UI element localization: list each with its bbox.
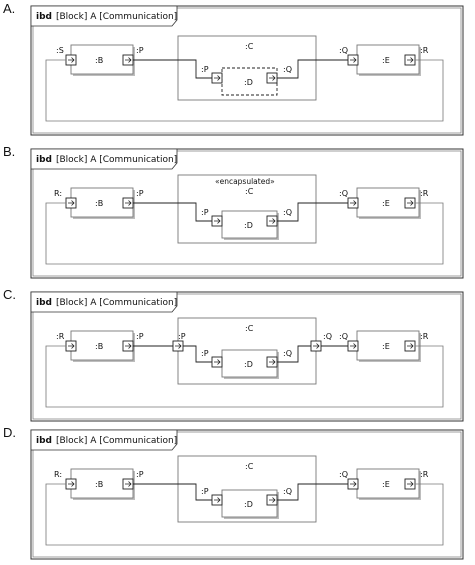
port-d-left (211, 215, 223, 227)
svg-text::P: :P (178, 332, 186, 341)
connector-d-e (277, 202, 348, 222)
part-b-label: :B (95, 56, 103, 65)
part-c-label: :C (245, 187, 254, 196)
port-b-left (65, 478, 77, 490)
option-letter: B. (3, 144, 15, 159)
frame-header-tab (30, 5, 178, 27)
connector-e-b-loop (45, 59, 444, 122)
port-d-left (211, 494, 223, 506)
port-d-right (266, 72, 278, 84)
svg-text::Q: :Q (339, 46, 348, 55)
port-e-left (347, 197, 359, 209)
svg-text:ibd[Block] A [Communication]: ibd[Block] A [Communication] (36, 298, 177, 308)
port-e-right (404, 54, 416, 66)
port-e-left (347, 54, 359, 66)
svg-text::Q: :Q (283, 208, 292, 217)
svg-text::S: :S (56, 46, 64, 55)
part-c-label: :C (245, 42, 254, 51)
port-e-right (404, 478, 416, 490)
port-b-left (65, 54, 77, 66)
connector-d-e (277, 483, 348, 501)
svg-text::Q: :Q (283, 65, 292, 74)
part-c-stereotype: «encapsulated» (215, 177, 275, 186)
port-b-right (122, 54, 134, 66)
connector-b-d (133, 59, 212, 79)
port-c-right (310, 340, 322, 352)
option-c[interactable]: C. ibd[Block] A [Communication] :B :R :P… (3, 287, 464, 422)
connector-d-e (277, 59, 348, 79)
option-a[interactable]: A. ibd[Block] A [Communication] :B :S :P… (3, 1, 464, 136)
connector-d-c (277, 345, 311, 363)
svg-text::Q: :Q (283, 349, 292, 358)
option-letter: D. (3, 425, 16, 440)
port-d-right (266, 215, 278, 227)
svg-text::P: :P (136, 46, 144, 55)
part-d-label: :D (244, 221, 253, 230)
svg-text::Q: :Q (283, 487, 292, 496)
svg-text::P: :P (201, 65, 209, 74)
svg-text:R:: R: (54, 470, 62, 479)
svg-text::Q: :Q (339, 189, 348, 198)
frame-header-tab (30, 148, 178, 170)
port-e-left (347, 340, 359, 352)
frame-header-tab (30, 291, 178, 313)
part-e-label: :E (382, 480, 390, 489)
connector-b-d (133, 202, 212, 222)
part-e-label: :E (382, 342, 390, 351)
port-b-right (122, 478, 134, 490)
option-d[interactable]: D. ibd[Block] A [Communication] :B R: :P… (3, 425, 464, 560)
svg-text:ibd[Block] A [Communication]: ibd[Block] A [Communication] (36, 155, 177, 165)
svg-text::R: :R (420, 332, 429, 341)
frame-header-tab (30, 429, 178, 451)
part-b-label: :B (95, 480, 103, 489)
part-d-label: :D (244, 500, 253, 509)
part-e (356, 44, 420, 75)
svg-text::P: :P (201, 208, 209, 217)
part-d-label: :D (244, 360, 253, 369)
part-d-label: :D (244, 78, 253, 87)
option-letter: C. (3, 287, 16, 302)
port-e-right (404, 340, 416, 352)
svg-text::R: :R (420, 46, 429, 55)
svg-text::Q: :Q (339, 332, 348, 341)
part-c-label: :C (245, 462, 254, 471)
svg-text:ibd[Block] A [Communication]: ibd[Block] A [Communication] (36, 436, 177, 446)
port-e-left (347, 478, 359, 490)
port-b-right (122, 197, 134, 209)
svg-text::P: :P (136, 470, 144, 479)
option-b[interactable]: B. ibd[Block] A [Communication] :B R: :P… (3, 144, 464, 279)
port-b-left (65, 197, 77, 209)
connector-e-b-loop (45, 345, 444, 408)
connector-c-d (183, 345, 212, 363)
option-letter: A. (3, 1, 15, 16)
connector-b-d (133, 483, 212, 501)
svg-text:R:: R: (54, 189, 62, 198)
connector-e-b-loop (45, 202, 444, 265)
svg-text::Q: :Q (323, 332, 332, 341)
port-d-right (266, 494, 278, 506)
port-d-left (211, 72, 223, 84)
port-e-right (404, 197, 416, 209)
connector-e-b-loop (45, 483, 444, 546)
part-e-label: :E (382, 199, 390, 208)
port-b-left (65, 340, 77, 352)
port-b-right (122, 340, 134, 352)
svg-text::P: :P (201, 487, 209, 496)
port-c-left (172, 340, 184, 352)
svg-text::P: :P (136, 332, 144, 341)
port-d-left (211, 356, 223, 368)
svg-text::R: :R (420, 189, 429, 198)
svg-text::P: :P (201, 349, 209, 358)
part-b-label: :B (95, 199, 103, 208)
part-e-label: :E (382, 56, 390, 65)
svg-text::Q: :Q (339, 470, 348, 479)
part-c-label: :C (245, 324, 254, 333)
svg-text:ibd[Block] A [Communication]: ibd[Block] A [Communication] (36, 12, 177, 22)
svg-text::R: :R (56, 332, 65, 341)
port-d-right (266, 356, 278, 368)
part-b-label: :B (95, 342, 103, 351)
svg-text::R: :R (420, 470, 429, 479)
svg-text::P: :P (136, 189, 144, 198)
